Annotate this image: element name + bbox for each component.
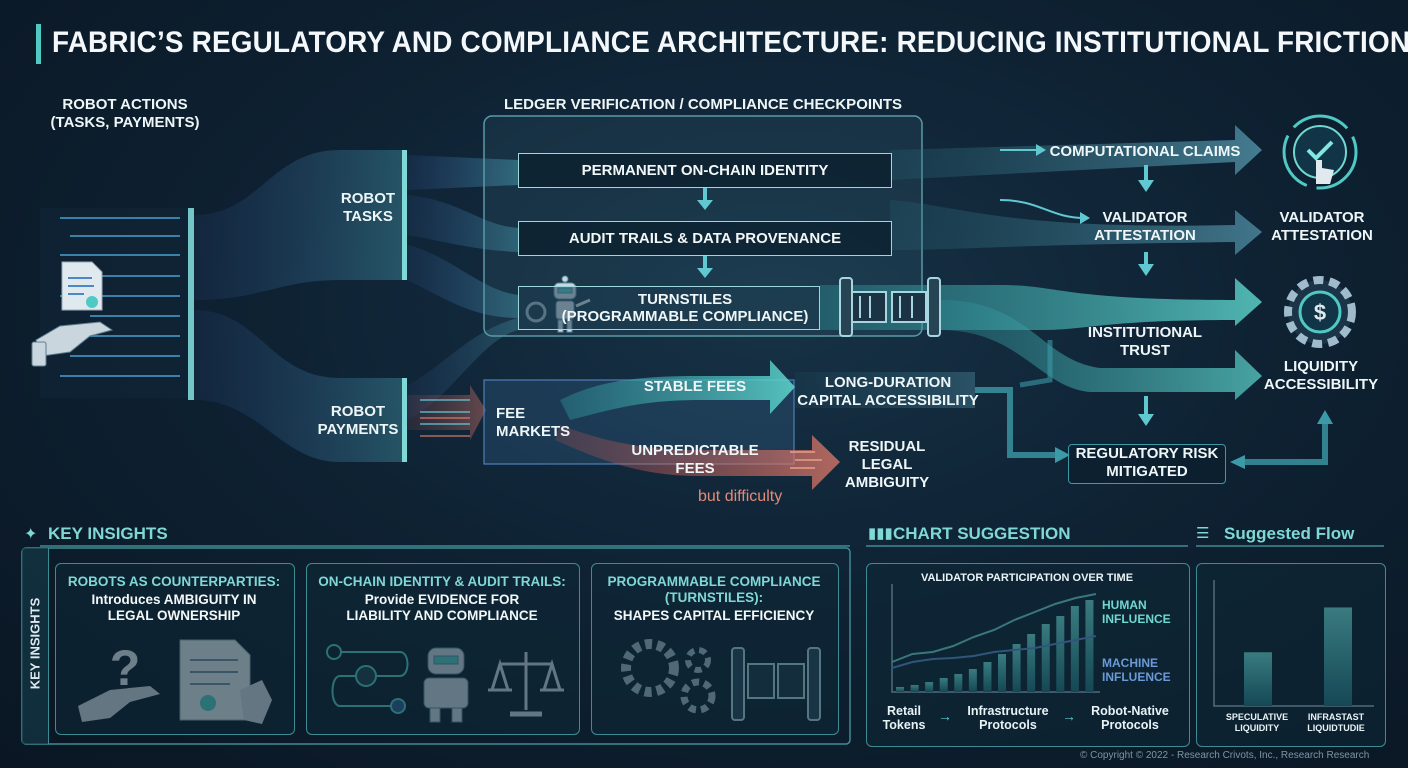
insight-3-title: PROGRAMMABLE COMPLIANCE (TURNSTILES):: [607, 574, 821, 605]
institutional-trust-label: INSTITUTIONAL TRUST: [1087, 324, 1203, 359]
key-insights-side-label: KEY INSIGHTS: [27, 597, 43, 690]
dollar-gear-icon: $: [1284, 276, 1356, 348]
list-icon: ☰: [1196, 525, 1210, 542]
liquidity-accessibility-label: LIQUIDITY ACCESSIBILITY: [1263, 358, 1379, 393]
chart-title: VALIDATOR PARTICIPATION OVER TIME: [920, 572, 1134, 584]
key-insights-header: KEY INSIGHTS: [48, 524, 168, 543]
long-duration-label: LONG-DURATION CAPITAL ACCESSIBILITY: [797, 374, 979, 409]
but-difficulty-label: but difficulty: [698, 488, 783, 505]
title-accent-bar: [36, 24, 41, 64]
turnstiles-label: TURNSTILES (PROGRAMMABLE COMPLIANCE): [561, 291, 809, 325]
unpredictable-fees-label: UNPREDICTABLE FEES: [631, 442, 759, 477]
arrow-icon: →: [1062, 708, 1076, 724]
insight-2-title: ON-CHAIN IDENTITY & AUDIT TRAILS:: [318, 574, 566, 589]
insight-card-1: [55, 563, 295, 735]
ledger-header: LEDGER VERIFICATION / COMPLIANCE CHECKPO…: [503, 96, 903, 113]
machine-influence-label: MACHINE INFLUENCE: [1102, 656, 1171, 684]
insight-1-body: Introduces AMBIGUITY IN LEGAL OWNERSHIP: [91, 592, 257, 623]
stage-robot-native: Robot-Native Protocols: [1091, 704, 1169, 732]
suggested-flow-header: Suggested Flow: [1224, 524, 1355, 543]
robot-hand-icon: [31, 321, 114, 367]
copyright: © Copyright © 2022 - Research Crivots, I…: [1080, 750, 1370, 761]
bar-chart-icon: ▮▮▮: [868, 525, 893, 542]
speculative-liquidity-label: SPECULATIVE LIQUIDITY: [1225, 712, 1289, 733]
infrastructure-liquidity-label: INFRASTAST LIQUIDTUDIE: [1307, 712, 1365, 733]
fee-markets-label: FEE MARKETS: [496, 405, 571, 440]
insight-card-3: [591, 563, 839, 735]
stage-retail: Retail Tokens: [882, 704, 926, 732]
residual-legal-label: RESIDUAL LEGAL AMBIGUITY: [844, 438, 930, 491]
arrow-icon: →: [938, 708, 952, 724]
svg-text:$: $: [1314, 300, 1326, 325]
computational-claims-label: COMPUTATIONAL CLAIMS: [1049, 143, 1241, 160]
validator-attestation-right: VALIDATOR ATTESTATION: [1271, 209, 1373, 244]
flow-panel: [1196, 563, 1386, 747]
robot-tasks-label: ROBOT TASKS: [340, 190, 396, 225]
bulb-icon: ✦: [24, 526, 38, 543]
document-icon: [61, 261, 103, 311]
regulatory-risk-label: REGULATORY RISK MITIGATED: [1068, 444, 1226, 484]
insight-3-body: SHAPES CAPITAL EFFICIENCY: [613, 608, 815, 623]
robot-payments-label: ROBOT PAYMENTS: [317, 403, 399, 438]
audit-trails-box: AUDIT TRAILS & DATA PROVENANCE: [518, 221, 892, 256]
permanent-identity-box: PERMANENT ON-CHAIN IDENTITY: [518, 153, 892, 188]
stable-fees-label: STABLE FEES: [643, 378, 747, 395]
page-title: FABRIC’S REGULATORY AND COMPLIANCE ARCHI…: [52, 26, 1408, 59]
stage-infrastructure: Infrastructure Protocols: [967, 704, 1049, 732]
key-insights-side: KEY INSIGHTS: [22, 548, 49, 744]
human-influence-label: HUMAN INFLUENCE: [1102, 598, 1171, 626]
insight-1-title: ROBOTS AS COUNTERPARTIES:: [67, 574, 281, 589]
chart-suggestion-header: CHART SUGGESTION: [893, 524, 1071, 543]
insight-card-2: [306, 563, 580, 735]
chart-panel: [866, 563, 1190, 747]
insight-2-body: Provide EVIDENCE FOR LIABILITY AND COMPL…: [346, 592, 538, 623]
checkmark-touch-icon: [1282, 114, 1358, 190]
turnstile-icon: [839, 277, 941, 337]
robot-actions-label: ROBOT ACTIONS (TASKS, PAYMENTS): [50, 96, 200, 131]
validator-attestation-mid: VALIDATOR ATTESTATION: [1094, 209, 1196, 244]
